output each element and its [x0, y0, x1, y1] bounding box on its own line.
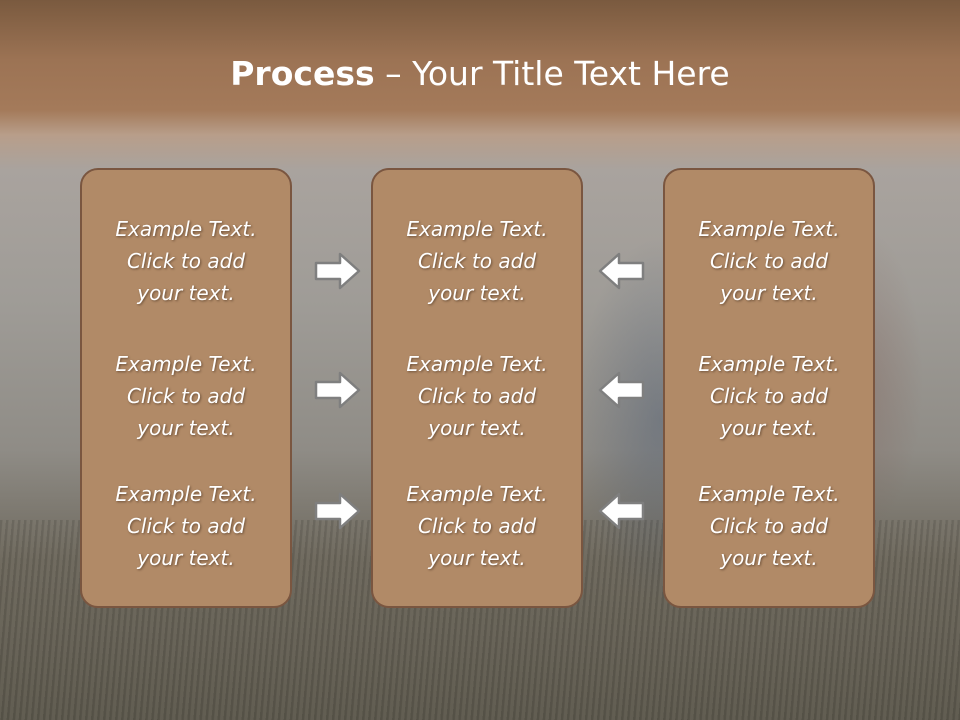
process-panel-left[interactable]: Example Text. Click to add your text. Ex… — [80, 168, 292, 608]
text-line: Click to add — [417, 514, 537, 538]
text-line: Click to add — [709, 384, 829, 408]
right-arrow-icon — [314, 252, 361, 290]
left-arrow-icon — [598, 371, 645, 409]
text-line: your text. — [428, 416, 526, 440]
text-block[interactable]: Example Text. Click to add your text. — [665, 213, 873, 309]
process-panel-center[interactable]: Example Text. Click to add your text. Ex… — [371, 168, 583, 608]
right-arrow-icon — [314, 492, 361, 530]
right-arrow-icon — [314, 371, 361, 409]
text-line: your text. — [137, 416, 235, 440]
text-line: Example Text. — [406, 352, 548, 376]
text-line: Click to add — [126, 384, 246, 408]
text-line: Example Text. — [115, 217, 257, 241]
text-line: Click to add — [417, 384, 537, 408]
left-arrow-icon — [598, 492, 645, 530]
text-block[interactable]: Example Text. Click to add your text. — [665, 478, 873, 574]
title-rest: – Your Title Text Here — [374, 54, 730, 93]
text-block[interactable]: Example Text. Click to add your text. — [82, 348, 290, 444]
text-line: your text. — [137, 281, 235, 305]
text-block[interactable]: Example Text. Click to add your text. — [82, 478, 290, 574]
text-block[interactable]: Example Text. Click to add your text. — [82, 213, 290, 309]
text-line: your text. — [428, 546, 526, 570]
text-line: Example Text. — [115, 482, 257, 506]
left-arrow-icon — [598, 252, 645, 290]
text-line: your text. — [720, 281, 818, 305]
text-block[interactable]: Example Text. Click to add your text. — [373, 213, 581, 309]
text-line: your text. — [720, 546, 818, 570]
process-panel-right[interactable]: Example Text. Click to add your text. Ex… — [663, 168, 875, 608]
slide-title[interactable]: Process – Your Title Text Here — [0, 52, 960, 96]
text-line: Click to add — [709, 249, 829, 273]
text-line: Example Text. — [406, 482, 548, 506]
text-line: Example Text. — [698, 352, 840, 376]
text-line: Example Text. — [698, 217, 840, 241]
text-line: Example Text. — [698, 482, 840, 506]
text-line: your text. — [428, 281, 526, 305]
text-line: Click to add — [126, 514, 246, 538]
text-line: your text. — [720, 416, 818, 440]
title-bold: Process — [230, 54, 375, 93]
text-block[interactable]: Example Text. Click to add your text. — [373, 478, 581, 574]
text-line: your text. — [137, 546, 235, 570]
text-block[interactable]: Example Text. Click to add your text. — [373, 348, 581, 444]
text-line: Example Text. — [115, 352, 257, 376]
text-line: Click to add — [709, 514, 829, 538]
text-line: Click to add — [417, 249, 537, 273]
text-line: Click to add — [126, 249, 246, 273]
text-line: Example Text. — [406, 217, 548, 241]
text-block[interactable]: Example Text. Click to add your text. — [665, 348, 873, 444]
